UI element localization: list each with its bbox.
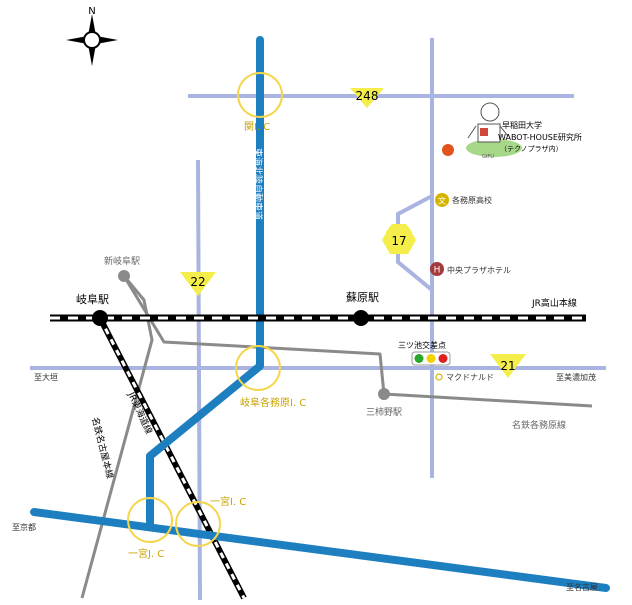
hotel-icon-glyph: H [434, 266, 441, 276]
school-icon-glyph: 文 [438, 196, 446, 206]
wabot-label-line2: WABOT-HOUSE研究所 [498, 132, 582, 142]
mikakino-station-marker [378, 388, 390, 400]
route-17-label: 17 [391, 234, 406, 248]
station-markers [92, 270, 390, 400]
compass-icon: N [66, 6, 118, 66]
intersection-label: 三ツ池交差点 [398, 340, 446, 350]
wabot-label-line3: （テクノプラザ内） [500, 144, 563, 153]
jr-takayama-line-label: JR高山本線 [531, 297, 577, 309]
sohara-station-marker [353, 310, 369, 326]
route-248-label: 248 [356, 89, 379, 103]
rail-jr-tokaido [97, 316, 247, 600]
gifu-station-label: 岐阜駅 [76, 293, 109, 306]
traffic-signal-icon [411, 351, 451, 366]
gifu-kakamigahara-ic-label: 岐阜各務原I. C [240, 396, 306, 409]
direction-ogaki-label: 至大垣 [34, 372, 58, 382]
expressway-tokai-hokuriku [146, 36, 264, 530]
school-label: 各務原高校 [452, 195, 492, 205]
sohara-station-label: 蘇原駅 [346, 291, 379, 304]
route-22-badge: 22 [180, 272, 216, 296]
shin-gifu-station-marker [118, 270, 130, 282]
gifu-station-marker [92, 310, 108, 326]
mcdonalds-marker [435, 373, 443, 381]
route-badges: 248 22 21 17 [180, 88, 526, 378]
wabot-house-marker [442, 144, 454, 156]
route-22-label: 22 [190, 275, 205, 289]
direction-kyoto-label: 至京都 [12, 522, 36, 532]
ichinomiya-jc-circle [127, 497, 173, 543]
direction-minokamo-label: 至美濃加茂 [556, 372, 596, 382]
svg-text:GIFU: GIFU [482, 154, 494, 160]
hotel-label: 中央プラザホテル [447, 265, 511, 275]
wabot-robot-icon: GIFU [466, 102, 522, 160]
road-route-22 [196, 159, 202, 601]
expressway-meishin [30, 508, 610, 592]
meitetsu-nagoya-line-label: 名鉄名古屋本線 [89, 416, 116, 480]
compass-north-label: N [88, 6, 95, 17]
shin-gifu-station-label: 新岐阜駅 [104, 255, 140, 267]
interchange-circles [127, 72, 283, 547]
meitetsu-kakamigahara-line-label: 名鉄各務原線 [512, 419, 566, 431]
ichinomiya-jc-label: 一宮J. C [128, 547, 164, 560]
ichinomiya-ic-label: 一宮I. C [210, 495, 246, 508]
seki-ic-label: 関I. C [244, 121, 270, 133]
route-17-badge: 17 [382, 224, 416, 254]
route-21-label: 21 [500, 359, 515, 373]
ichinomiya-ic-circle [175, 501, 221, 547]
route-248-badge: 248 [350, 88, 384, 108]
wabot-label-line1: 早稲田大学 [502, 120, 542, 130]
mikakino-station-label: 三柿野駅 [366, 406, 402, 418]
route-21-badge: 21 [490, 354, 526, 378]
hotel-icon: H [430, 262, 444, 276]
tokai-hokuriku-expressway-label: 東海北陸自動車道 [252, 148, 264, 220]
seki-ic-circle [237, 72, 283, 118]
gifu-kakamigahara-ic-circle [235, 345, 281, 391]
school-icon: 文 [435, 193, 449, 207]
mcdonalds-label: マクドナルド [446, 373, 494, 382]
direction-nagoya-label: 至名古屋 [566, 582, 598, 592]
